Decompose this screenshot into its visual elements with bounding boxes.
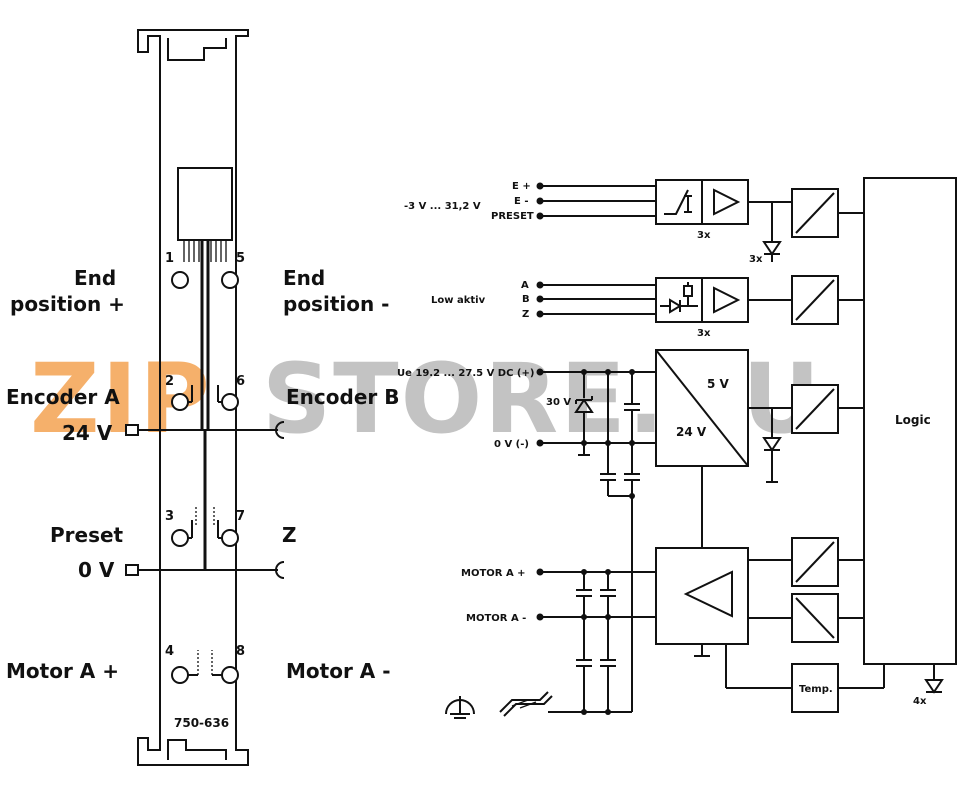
led-out-count: 4x [913, 696, 927, 707]
z-input-label: Z [522, 309, 529, 320]
module-top-notch [167, 38, 227, 61]
a-input-label: A [521, 280, 529, 291]
zener-label: 30 V [546, 397, 571, 408]
v24-label: 24 V [62, 421, 113, 445]
pin-6-label: 6 [236, 374, 245, 389]
din-rail-icon [499, 691, 553, 717]
logic-label: Logic [895, 413, 931, 427]
clamp-6[interactable] [221, 393, 239, 411]
pin-1-label: 1 [165, 251, 174, 266]
encoder-b-plug [275, 421, 285, 439]
internal-schematic: E + E - PRESET -3 V ... 31,2 V 3x 3x A B… [397, 177, 957, 719]
pin-2-label: 2 [165, 374, 174, 389]
clamp-5[interactable] [221, 271, 239, 289]
clamp-8[interactable] [221, 666, 239, 684]
led-1-count: 3x [749, 254, 763, 265]
b-input-label: B [522, 294, 530, 305]
motor-a-minus-input: MOTOR A - [466, 613, 526, 624]
preset-input-label: PRESET [491, 211, 534, 222]
v0-label: 0 V [78, 558, 115, 582]
e-plus-label: E + [512, 181, 531, 192]
motor-a-plus-input: MOTOR A + [461, 568, 526, 579]
part-number: 750-636 [174, 716, 229, 730]
amplifier-block-1 [701, 179, 749, 225]
amplifier-block-2 [701, 277, 749, 323]
clamp-1[interactable] [171, 271, 189, 289]
temperature-block [791, 663, 839, 713]
pin-8-label: 8 [236, 644, 245, 659]
v24-connector[interactable] [125, 424, 139, 436]
v0-connector[interactable] [125, 564, 139, 576]
connector-pins [183, 240, 227, 262]
bus-connector [177, 167, 233, 241]
end-position-minus-line1: End [283, 266, 325, 290]
encoder-b-label: Encoder B [286, 385, 399, 409]
inputs-1-count: 3x [697, 230, 711, 241]
inputs-2-count: 3x [697, 328, 711, 339]
pin-4-label: 4 [165, 644, 174, 659]
clamp-4[interactable] [171, 666, 189, 684]
clamp-2[interactable] [171, 393, 189, 411]
pin-3-label: 3 [165, 509, 174, 524]
clamp-7[interactable] [221, 529, 239, 547]
encoder-a-label: Encoder A [6, 385, 120, 409]
preset-label: Preset [50, 523, 124, 547]
module-bottom-notch [167, 739, 227, 760]
v24-converter-label: 24 V [676, 425, 707, 439]
motor-a-plus-label: Motor A + [6, 659, 119, 683]
end-position-plus-line2: position + [10, 292, 125, 316]
z-plug [275, 561, 285, 579]
low-active-label: Low aktiv [431, 295, 486, 306]
clamp-3[interactable] [171, 529, 189, 547]
z-label: Z [282, 523, 297, 547]
supply-voltage-label: Ue 19.2 ... 27.5 V DC (+) [397, 368, 534, 379]
module-housing [137, 29, 249, 766]
motor-a-minus-label: Motor A - [286, 659, 391, 683]
pin-7-label: 7 [236, 509, 245, 524]
supply-zero-label: 0 V (-) [494, 439, 529, 450]
end-position-minus-line2: position - [283, 292, 389, 316]
pin-5-label: 5 [236, 251, 245, 266]
v5-label: 5 V [707, 377, 730, 391]
end-position-plus-line1: End [74, 266, 116, 290]
input-range-label: -3 V ... 31,2 V [404, 201, 481, 212]
terminal-module: 1 5 2 6 3 7 4 8 [125, 29, 285, 766]
logic-block [863, 177, 957, 665]
threshold-block [655, 179, 703, 225]
earth-ground-icon [445, 696, 475, 719]
motor-driver [655, 547, 749, 645]
e-minus-label: E - [514, 196, 528, 207]
temp-label: Temp. [799, 684, 833, 695]
